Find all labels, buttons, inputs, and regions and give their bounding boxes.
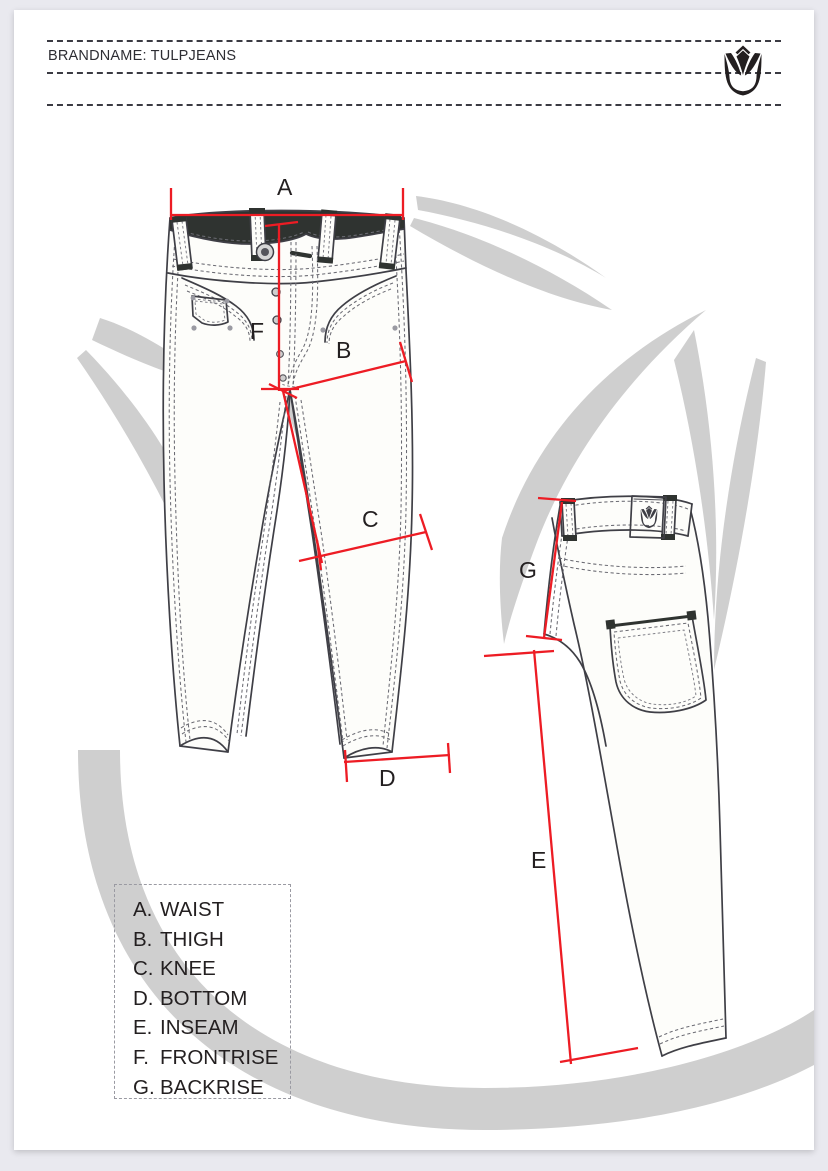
measure-label-B: B <box>336 337 352 363</box>
waist-button <box>255 242 275 262</box>
measure-label-E: E <box>531 847 547 873</box>
back-pocket <box>605 610 707 714</box>
legend-item-label: KNEE <box>160 957 216 981</box>
legend-item-key: E. <box>133 1016 153 1040</box>
measure-line-G <box>525 496 577 642</box>
header-rule-bottom <box>47 104 781 106</box>
legend-item-label: THIGH <box>160 927 224 951</box>
measure-line-A <box>169 188 405 220</box>
legend-item-label: BOTTOM <box>160 986 248 1010</box>
tulip-logo-icon <box>714 42 772 104</box>
measurement-legend: A. WAIST B. THIGH C. KNEE D. BOTTOM E. <box>114 884 291 1099</box>
measure-label-C: C <box>362 506 379 532</box>
measure-helper-front-inseam <box>281 390 324 564</box>
legend-item-key: D. <box>133 986 154 1010</box>
buttonhole <box>289 250 313 259</box>
paper-sheet: BRANDNAME: TULPJEANS <box>14 10 814 1150</box>
legend-item: A. WAIST <box>133 895 278 925</box>
measure-line-E <box>483 649 639 1065</box>
header-rule-top <box>47 40 781 42</box>
brandname-text: BRANDNAME: TULPJEANS <box>48 48 237 64</box>
measure-label-D: D <box>379 765 396 791</box>
measure-line-C <box>298 513 434 571</box>
legend-list: A. WAIST B. THIGH C. KNEE D. BOTTOM E. <box>133 895 278 1102</box>
legend-item: C. KNEE <box>133 954 278 984</box>
legend-item-key: F. <box>133 1045 149 1069</box>
legend-item: E. INSEAM <box>133 1013 278 1043</box>
legend-item: F. FRONTRISE <box>133 1043 278 1073</box>
legend-item-label: WAIST <box>160 898 225 921</box>
measure-line-D <box>343 742 452 783</box>
legend-item-key: A. <box>133 898 153 921</box>
sheet-header: BRANDNAME: TULPJEANS <box>14 10 814 115</box>
technical-drawing-canvas: .gfill { fill:#fdfdfa; } .gline { fill:n… <box>14 10 814 1150</box>
side-back-view-jeans <box>543 495 727 1057</box>
legend-item-key: G. <box>133 1075 155 1099</box>
measure-label-A: A <box>277 174 293 200</box>
measure-label-G: G <box>519 557 537 583</box>
header-rule-middle <box>47 72 781 74</box>
legend-item: D. BOTTOM <box>133 984 278 1014</box>
legend-item-label: INSEAM <box>160 1016 239 1040</box>
legend-item: G. BACKRISE <box>133 1073 278 1103</box>
legend-item-label: FRONTRISE <box>160 1045 279 1069</box>
legend-item-label: BACKRISE <box>160 1075 264 1099</box>
measurement-lines <box>169 188 639 1065</box>
measure-label-F: F <box>250 318 265 344</box>
front-view-jeans <box>162 208 414 759</box>
waistband-tulip-patch <box>629 495 667 539</box>
legend-item-key: B. <box>133 927 153 951</box>
legend-item: B. THIGH <box>133 925 278 955</box>
legend-item-key: C. <box>133 957 154 981</box>
